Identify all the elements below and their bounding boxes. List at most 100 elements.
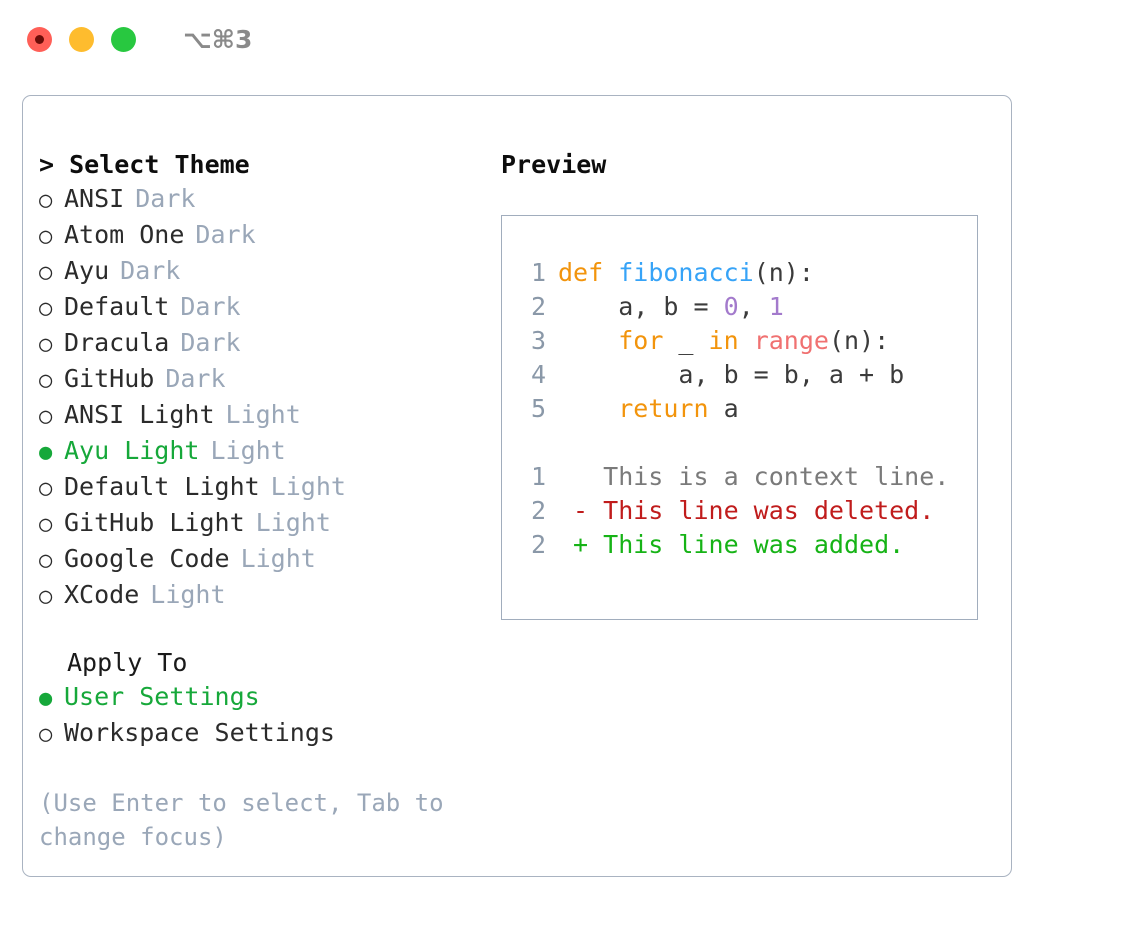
maximize-button[interactable] [111, 26, 136, 52]
diff-lines: 1 This is a context line. 2 - This line w… [520, 460, 971, 562]
theme-item-kind: Light [150, 580, 226, 609]
radio-selected-icon: ● [39, 686, 53, 711]
theme-item-ayu[interactable]: ○ Ayu Dark [39, 254, 489, 290]
theme-item-label: GitHub Light [64, 508, 245, 537]
minimize-button[interactable] [69, 26, 94, 52]
theme-item-kind: Light [210, 436, 286, 465]
radio-unselected-icon: ○ [39, 368, 53, 393]
radio-unselected-icon: ○ [39, 332, 53, 357]
theme-item-kind: Light [270, 472, 346, 501]
code-token: 0 [723, 292, 739, 321]
line-number: 4 [530, 360, 546, 389]
apply-to-option-label: Workspace Settings [64, 718, 335, 747]
code-token: for [618, 326, 664, 355]
theme-item-ansi[interactable]: ○ ANSI Dark [39, 182, 489, 218]
line-number: 1 [530, 462, 546, 491]
code-token: , [738, 292, 769, 321]
theme-item-kind: Light [240, 544, 316, 573]
code-token [739, 326, 754, 355]
code-token: (n): [828, 326, 890, 355]
theme-item-kind: Dark [135, 184, 196, 213]
theme-item-kind: Light [255, 508, 331, 537]
code-token: return [618, 394, 709, 423]
close-button[interactable] [27, 26, 52, 52]
theme-item-label: Default Light [64, 472, 260, 501]
radio-selected-icon: ● [39, 440, 53, 465]
apply-to-option-label: User Settings [64, 682, 260, 711]
keyboard-hint-text: (Use Enter to select, Tab to change focu… [39, 789, 459, 851]
window-controls [27, 26, 136, 52]
radio-unselected-icon: ○ [39, 722, 53, 747]
code-token: a [708, 394, 739, 423]
radio-unselected-icon: ○ [39, 476, 53, 501]
apply-to-list: ● User Settings ○ Workspace Settings [39, 680, 489, 752]
line-number: 2 [530, 496, 546, 525]
apply-to-label: Apply To [67, 648, 188, 677]
code-token: (n): [753, 258, 814, 287]
select-theme-header: > Select Theme [39, 150, 250, 179]
theme-item-kind: Dark [180, 328, 241, 357]
theme-item-atom-one[interactable]: ○ Atom One Dark [39, 218, 489, 254]
diff-line-text: + This line was added. [558, 530, 905, 559]
diff-line-add: 2 + This line was added. [520, 528, 971, 562]
spacer [39, 614, 489, 646]
line-number: 3 [530, 326, 546, 355]
code-line: 3 for _ in range(n): [520, 324, 971, 358]
theme-item-default-light[interactable]: ○ Default Light Light [39, 470, 489, 506]
code-token: in [708, 326, 739, 355]
theme-item-label: Default [64, 292, 170, 321]
code-token: 1 [768, 292, 784, 321]
theme-item-kind: Dark [195, 220, 256, 249]
radio-unselected-icon: ○ [39, 224, 53, 249]
title-bar: ⌥⌘3 [0, 0, 1140, 78]
radio-unselected-icon: ○ [39, 512, 53, 537]
theme-item-kind: Dark [120, 256, 181, 285]
diff-line-text: - This line was deleted. [558, 496, 935, 525]
code-token: a, b = b, a + b [558, 360, 905, 389]
diff-line-text: This is a context line. [558, 462, 950, 491]
apply-to-option-workspace-settings[interactable]: ○ Workspace Settings [39, 716, 489, 752]
theme-item-kind: Light [225, 400, 301, 429]
line-number: 2 [530, 530, 546, 559]
close-icon [35, 34, 44, 44]
line-number: 5 [530, 394, 546, 423]
theme-item-label: XCode [64, 580, 140, 609]
apply-to-option-user-settings[interactable]: ● User Settings [39, 680, 489, 716]
theme-item-label: Ayu [64, 256, 110, 285]
radio-unselected-icon: ○ [39, 260, 53, 285]
code-token [558, 394, 618, 423]
code-token: _ [663, 326, 709, 355]
theme-item-ansi-light[interactable]: ○ ANSI Light Light [39, 398, 489, 434]
code-line: 4 a, b = b, a + b [520, 358, 971, 392]
radio-unselected-icon: ○ [39, 548, 53, 573]
theme-item-dracula[interactable]: ○ Dracula Dark [39, 326, 489, 362]
theme-item-label: ANSI Light [64, 400, 215, 429]
radio-unselected-icon: ○ [39, 188, 53, 213]
theme-item-ayu-light[interactable]: ● Ayu Light Light [39, 434, 489, 470]
theme-item-label: Ayu Light [64, 436, 200, 465]
theme-item-label: ANSI [64, 184, 125, 213]
code-token: range [753, 326, 829, 355]
theme-item-github-light[interactable]: ○ GitHub Light Light [39, 506, 489, 542]
theme-item-label: Dracula [64, 328, 170, 357]
code-line: 2 a, b = 0, 1 [520, 290, 971, 324]
code-token: def [558, 258, 619, 287]
diff-line-del: 2 - This line was deleted. [520, 494, 971, 528]
theme-item-label: Atom One [64, 220, 185, 249]
line-number: 2 [530, 292, 546, 321]
code-token: a, b = [558, 292, 724, 321]
radio-unselected-icon: ○ [39, 404, 53, 429]
